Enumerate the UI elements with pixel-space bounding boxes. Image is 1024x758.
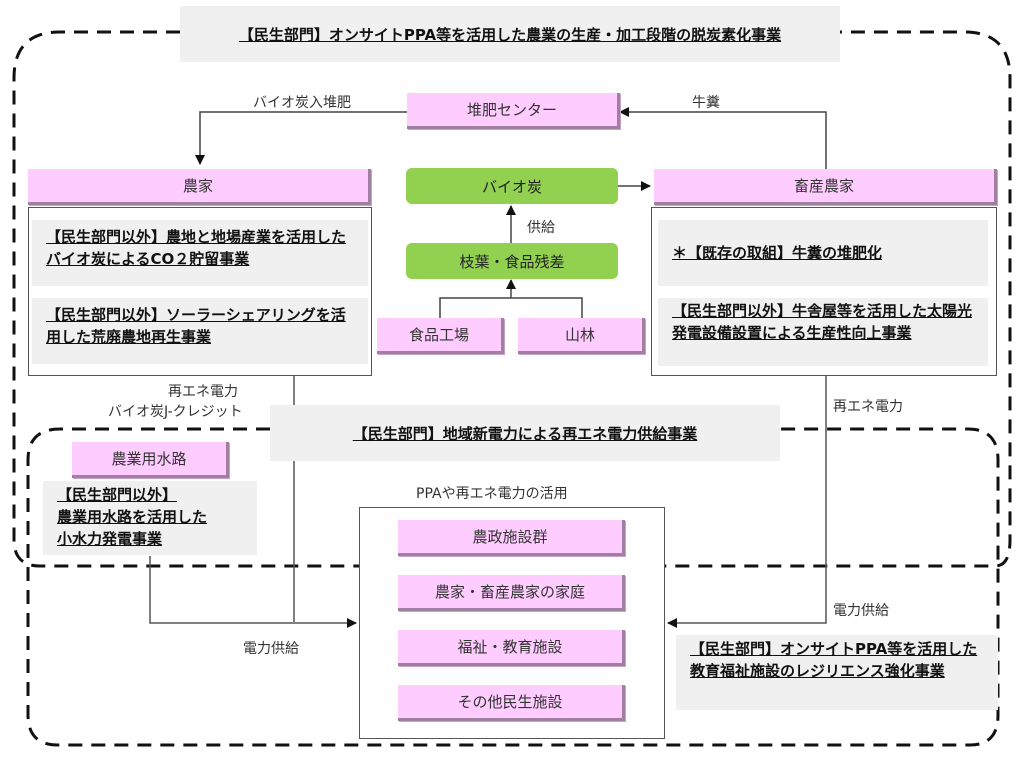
arrow-compost-to-farmer	[195, 111, 407, 165]
label-supply: 供給	[527, 220, 555, 236]
project-livestock-compost: ＊【既存の取組】牛糞の堆肥化	[658, 220, 988, 286]
facility-agri-admin: 農政施設群	[398, 520, 625, 556]
arrow-livestock-to-compost	[619, 107, 827, 170]
label-power-supply-left: 電力供給	[243, 641, 299, 657]
label-power-supply-right: 電力供給	[833, 603, 889, 619]
label-biochar-compost: バイオ炭入堆肥	[253, 95, 351, 111]
label-renewable-power-right: 再エネ電力	[833, 399, 903, 415]
label-renewable-power-left: 再エネ電力	[168, 384, 238, 400]
facility-other-civic: その他民生施設	[398, 685, 625, 721]
livestock-projects-frame: ＊【既存の取組】牛糞の堆肥化 【民生部門以外】牛舎屋等を活用した太陽光発電設備設…	[651, 207, 997, 376]
header-middle-project: 【民生部門】地域新電力による再エネ電力供給事業	[270, 405, 780, 461]
middle-group-boundary	[26, 427, 1000, 747]
arrow-livestock-power	[667, 376, 827, 628]
arrow-irrigation-power	[149, 556, 357, 628]
node-food-factory: 食品工場	[377, 318, 504, 354]
node-irrigation: 農業用水路	[72, 442, 229, 478]
label-biochar-jcredit: バイオ炭J-クレジット	[108, 404, 243, 420]
arrow-sources-to-residues	[439, 297, 583, 318]
facility-farm-households: 農家・畜産農家の家庭	[398, 575, 625, 611]
node-compost-center: 堆肥センター	[407, 93, 620, 129]
facility-welfare-education: 福祉・教育施設	[398, 630, 625, 666]
node-forest: 山林	[518, 318, 645, 354]
node-biochar: バイオ炭	[406, 168, 618, 204]
project-resilience: 【民生部門】オンサイトPPA等を活用した教育福祉施設のレジリエンス強化事業	[676, 635, 998, 710]
project-irrigation-hydro: 【民生部門以外】 農業用水路を活用した 小水力発電事業	[43, 481, 257, 555]
header-top-project: 【民生部門】オンサイトPPA等を活用した農業の生産・加工段階の脱炭素化事業	[180, 6, 840, 62]
node-farmer: 農家	[28, 169, 371, 205]
project-livestock-solar: 【民生部門以外】牛舎屋等を活用した太陽光発電設備設置による生産性向上事業	[658, 298, 988, 366]
farmer-projects-frame: 【民生部門以外】農地と地場産業を活用したバイオ炭によるCO２貯留事業 【民生部門…	[28, 207, 372, 376]
node-residues: 枝葉・食品残差	[406, 243, 618, 279]
node-livestock-farmer: 畜産農家	[654, 169, 997, 205]
project-farmer-solar-sharing: 【民生部門以外】ソーラーシェアリングを活用した荒廃農地再生事業	[32, 298, 368, 364]
project-farmer-biochar: 【民生部門以外】農地と地場産業を活用したバイオ炭によるCO２貯留事業	[32, 220, 368, 286]
facilities-title: PPAや再エネ電力の活用	[416, 486, 568, 502]
label-cow-manure: 牛糞	[692, 95, 720, 111]
